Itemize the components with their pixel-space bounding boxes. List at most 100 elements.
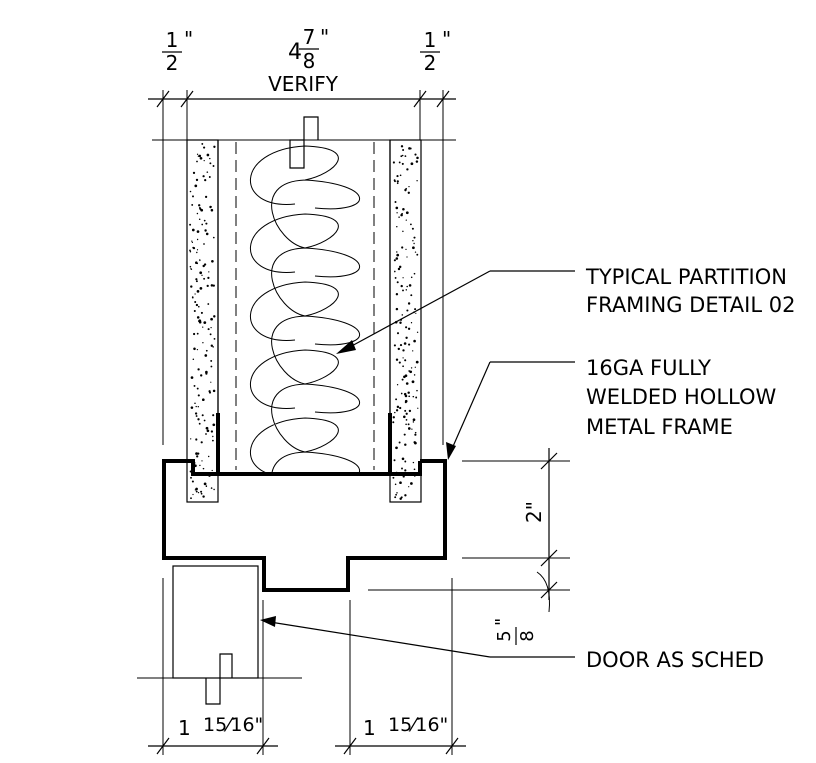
stipple-dot [410,276,413,279]
stipple-dot [394,483,397,486]
stipple-dot [190,438,192,440]
stipple-dot [205,232,209,236]
stipple-dot [395,446,398,450]
dim-left-half: 1 2 " [162,27,193,75]
stipple-dot [210,326,212,329]
stipple-dot [205,485,208,488]
stipple-dot [200,208,204,212]
stipple-dot [413,272,416,275]
stipple-dot [212,389,216,393]
stipple-dot [408,370,411,372]
stipple-dot [201,414,204,417]
stipple-dot [194,293,196,295]
callout-partition-1: TYPICAL PARTITION [585,265,787,289]
stipple-dot [393,344,396,347]
stipple-dot [210,206,212,208]
stipple-dot [396,182,399,185]
stipple-dot [407,327,411,330]
stipple-dot [200,492,203,495]
stipple-dot [196,316,200,319]
stipple-dot [202,467,205,470]
stipple-dot [205,349,208,352]
stipple-dot [408,395,411,398]
stipple-dot [400,392,403,395]
stipple-dot [199,464,201,467]
stipple-dot [192,246,196,250]
stipple-dot [195,178,199,182]
stipple-dot [411,380,415,384]
stipple-dot [189,251,192,253]
stipple-dot [192,358,195,361]
stipple-dot [408,185,410,188]
stipple-dot [197,406,199,408]
stipple-dot [395,293,399,296]
insulation-loop [250,145,360,472]
svg-text:": " [442,27,451,51]
stipple-dot [413,441,416,444]
stipple-dot [392,161,395,164]
stipple-dot [396,212,398,214]
stipple-dot [206,171,209,173]
svg-text:VERIFY: VERIFY [268,72,339,96]
stipple-dot [192,171,196,175]
stipple-dot [211,469,213,472]
stipple-dot [192,493,194,496]
stipple-dot [201,398,205,402]
stipple-dot [195,303,199,307]
stipple-dot [212,284,215,287]
callout-partition-2: FRAMING DETAIL 02 [586,293,795,317]
stipple-dot [396,281,399,284]
stipple-dot [395,307,399,311]
stipple-dot [417,407,419,409]
stipple-dot [406,256,408,258]
stipple-dot [189,265,192,268]
stipple-dot [408,343,411,346]
stipple-dot [204,195,208,199]
stipple-dot [200,311,203,314]
stipple-dot [213,337,216,340]
stipple-dot [196,251,198,254]
stipple-dot [190,497,192,500]
leader-door [260,616,575,658]
stipple-dot [394,411,396,414]
stipple-dot [211,259,214,263]
stipple-dot [210,487,213,489]
stipple-dot [402,208,405,211]
stipple-dot [405,423,407,426]
stipple-dot [415,312,417,314]
stipple-dot [401,314,404,316]
stipple-dot [194,402,196,405]
stipple-dot [190,476,192,479]
stipple-dot [196,262,199,265]
stipple-dot [203,159,205,162]
stipple-dot [410,322,413,324]
stipple-dot [397,267,401,271]
stipple-dot [414,308,417,311]
stipple-dot [402,289,404,292]
stipple-dot [415,160,419,163]
stipple-dot [416,253,419,256]
stipple-dot [402,365,404,368]
stipple-dot [207,276,210,280]
stipple-dot [408,284,412,287]
stipple-dot [212,236,215,239]
stipple-dot [202,326,204,328]
stipple-dot [210,365,213,368]
stipple-dot [213,315,216,318]
stipple-dot [208,271,210,273]
stipple-dot [197,491,200,494]
stipple-dot [416,180,418,182]
stipple-dot [410,367,413,369]
callout-frame-2: WELDED HOLLOW [586,385,777,409]
stipple-dot [189,249,191,252]
stipple-dot [207,303,210,305]
stipple-dot [405,219,407,221]
stipple-dot [405,211,409,215]
stipple-dot [414,433,417,436]
stipple-dot [416,389,418,392]
dim-right-half: 1 2 " [420,27,451,75]
stipple-dot [404,469,407,472]
stipple-dot [196,153,199,155]
stipple-dot [196,249,199,251]
stipple-dot [196,455,199,458]
